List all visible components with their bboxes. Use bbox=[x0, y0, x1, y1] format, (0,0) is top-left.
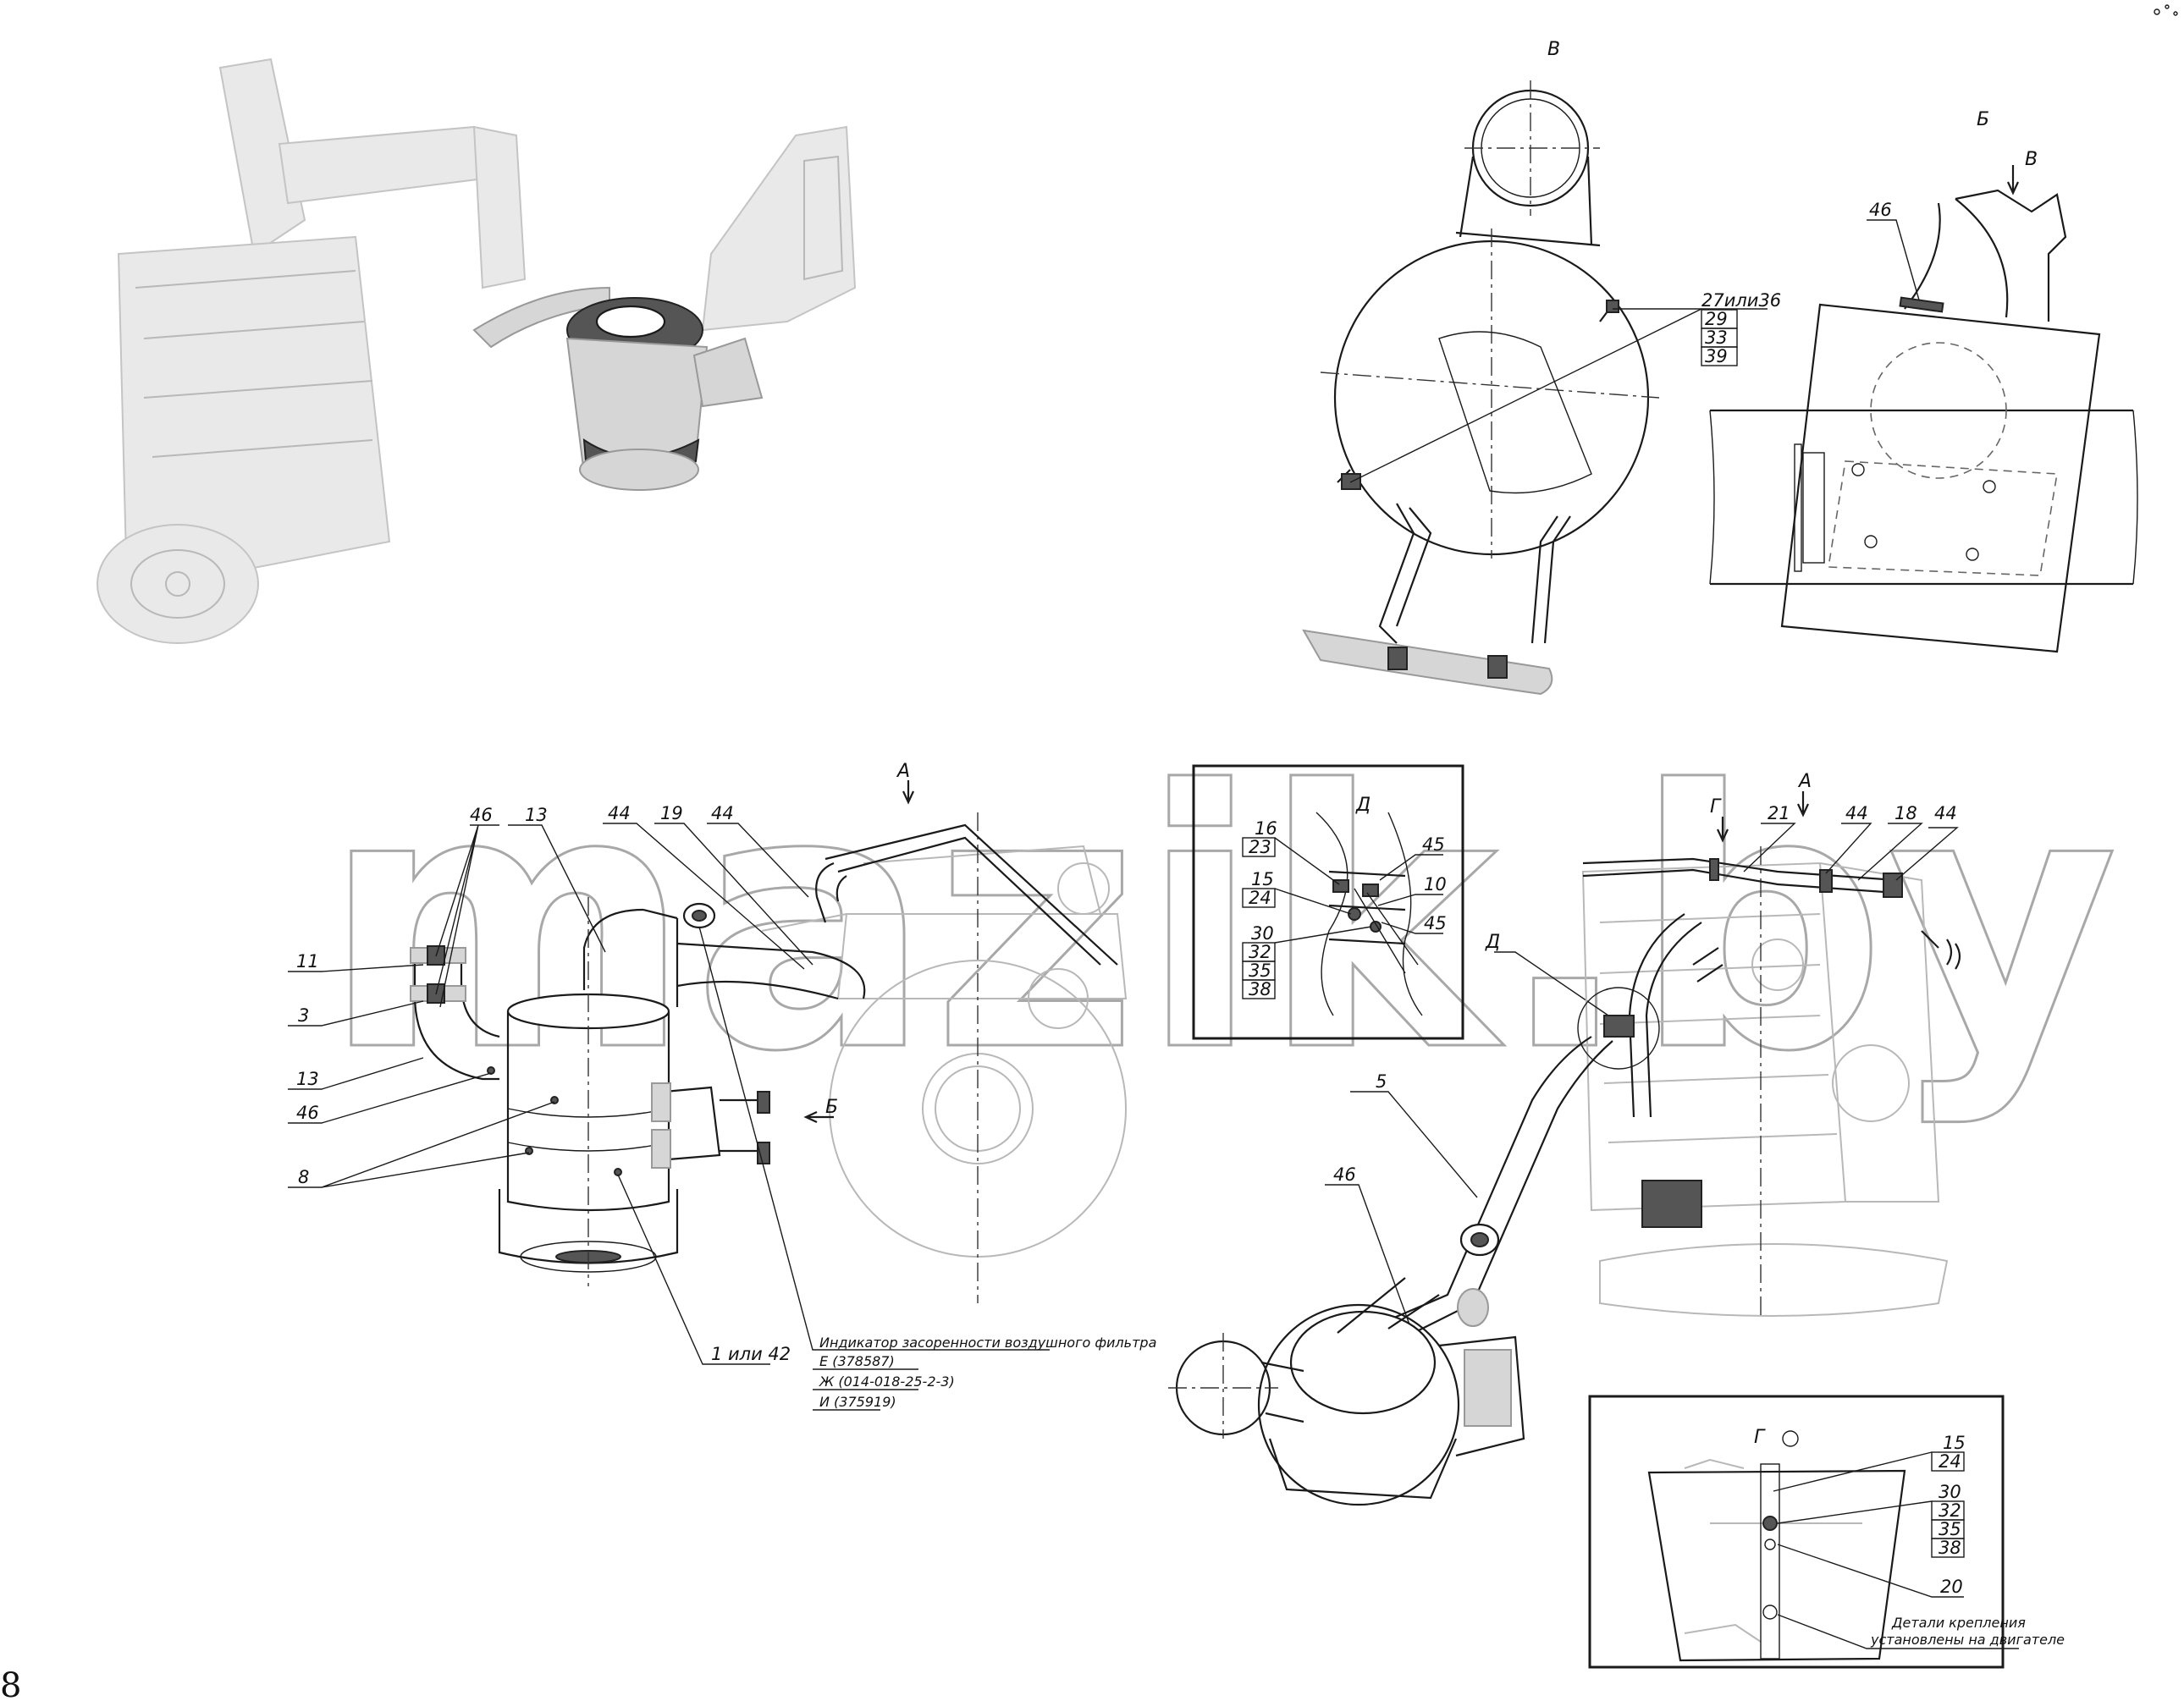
callout-44-left: 44 bbox=[608, 803, 631, 823]
callout-39: 39 bbox=[1705, 346, 1728, 366]
callout-11: 11 bbox=[296, 951, 319, 972]
callout-d-45b: 45 bbox=[1424, 913, 1447, 933]
callout-d-30: 30 bbox=[1251, 923, 1274, 944]
callout-1-or-42: 1 или 42 bbox=[711, 1344, 791, 1364]
view-b-drawing: Б В 46 bbox=[1709, 109, 2138, 653]
view-a-left-label: А bbox=[896, 761, 910, 782]
view-b-arrow-label: В bbox=[2025, 149, 2038, 170]
inset-g-label: Г bbox=[1754, 1427, 1766, 1448]
callout-r-21: 21 bbox=[1768, 803, 1790, 823]
inset-g: Г 15 24 30 32 35 38 20 Детали крепления … bbox=[1588, 1395, 2065, 1669]
callout-33: 33 bbox=[1705, 328, 1728, 348]
callout-13: 13 bbox=[296, 1069, 319, 1089]
left-view-drawing: А bbox=[410, 761, 1128, 1303]
callout-r-18: 18 bbox=[1894, 803, 1917, 823]
callout-g-35: 35 bbox=[1939, 1519, 1961, 1539]
indicator-option-e: Е (378587) bbox=[819, 1353, 895, 1369]
watermark-text: mazik.by bbox=[322, 716, 2119, 1130]
page-number: 8 bbox=[0, 1666, 21, 1701]
g-note-line2: установлены на двигателе bbox=[1870, 1632, 2065, 1648]
callout-29: 29 bbox=[1705, 309, 1728, 329]
callout-13-top: 13 bbox=[525, 805, 548, 825]
callout-b-46: 46 bbox=[1869, 200, 1892, 220]
callout-d-23: 23 bbox=[1249, 837, 1271, 857]
callout-r-46: 46 bbox=[1333, 1164, 1356, 1185]
view-v-label: В bbox=[1547, 39, 1560, 60]
corner-marks bbox=[2154, 4, 2178, 16]
indicator-option-zh: Ж (014-018-25-2-3) bbox=[819, 1373, 955, 1390]
callout-d-15: 15 bbox=[1251, 869, 1274, 889]
callout-g-20: 20 bbox=[1940, 1577, 1963, 1597]
callout-stack-v: 27или36 29 33 39 bbox=[1701, 290, 1781, 366]
indicator-title: Индикатор засоренности воздушного фильтр… bbox=[819, 1335, 1156, 1351]
callout-d-24: 24 bbox=[1249, 888, 1271, 908]
callout-44b-left: 44 bbox=[711, 803, 734, 823]
callout-d-35: 35 bbox=[1249, 961, 1271, 981]
indicator-table: Индикатор засоренности воздушного фильтр… bbox=[813, 1335, 1156, 1411]
g-note-line1: Детали крепления bbox=[1891, 1615, 2026, 1631]
view-v-drawing: В bbox=[1302, 39, 1660, 696]
callout-46b: 46 bbox=[296, 1103, 319, 1123]
callout-g-15: 15 bbox=[1943, 1433, 1966, 1453]
view-g-right-label: Г bbox=[1710, 796, 1722, 817]
right-view-drawing: Г А Д bbox=[1168, 771, 1961, 1506]
callout-g-32: 32 bbox=[1939, 1500, 1961, 1521]
callout-8: 8 bbox=[298, 1167, 309, 1187]
callout-r-5: 5 bbox=[1376, 1071, 1387, 1092]
view-a-right-label: А bbox=[1797, 771, 1812, 792]
callout-19-left: 19 bbox=[660, 803, 683, 823]
callout-r-44: 44 bbox=[1845, 803, 1868, 823]
callout-d-32: 32 bbox=[1249, 942, 1271, 962]
callout-27-36: 27или36 bbox=[1701, 290, 1781, 311]
callout-g-38: 38 bbox=[1939, 1538, 1961, 1558]
callout-46-left: 46 bbox=[470, 805, 493, 825]
inset-d-label: Д bbox=[1355, 795, 1371, 816]
view-d-right-label: Д bbox=[1485, 932, 1500, 953]
callout-d-38: 38 bbox=[1249, 979, 1271, 999]
view-b-left-label: Б bbox=[825, 1097, 838, 1118]
isometric-engine-render bbox=[97, 58, 857, 644]
inset-d: Д 16 23 15 24 30 32 35 38 45 10 45 bbox=[1192, 764, 1464, 1040]
left-callouts: 46 13 44 19 44 11 3 13 46 8 1 или 42 bbox=[288, 803, 1050, 1365]
callout-3: 3 bbox=[298, 1005, 309, 1026]
right-callouts: 21 44 18 44 5 46 bbox=[1325, 803, 1959, 1325]
callout-r-44b: 44 bbox=[1934, 803, 1957, 823]
callout-d-10: 10 bbox=[1424, 874, 1447, 895]
callout-g-24: 24 bbox=[1939, 1451, 1961, 1472]
callout-g-30: 30 bbox=[1939, 1482, 1961, 1502]
callout-d-16: 16 bbox=[1255, 818, 1277, 839]
indicator-option-i: И (375919) bbox=[819, 1394, 896, 1410]
callout-d-45a: 45 bbox=[1422, 834, 1445, 855]
view-b-label: Б bbox=[1977, 109, 1989, 130]
